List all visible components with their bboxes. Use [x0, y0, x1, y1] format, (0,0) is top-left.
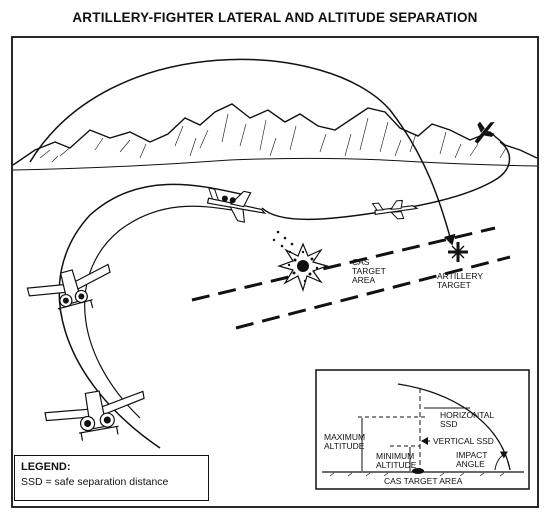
inset-minimum-altitude-label: MINIMUM ALTITUDE — [376, 451, 417, 470]
diagram-title: ARTILLERY-FIGHTER LATERAL AND ALTITUDE S… — [72, 10, 478, 25]
cas-target-area-label: CAS TARGET AREA — [352, 257, 386, 285]
inset-horizontal-ssd-label: HORIZONTAL SSD — [440, 410, 495, 429]
mountain-base — [12, 157, 538, 171]
inset-maximum-altitude-label: MAXIMUM ALTITUDE — [324, 432, 366, 451]
inset-vertical-ssd-label: VERTICAL SSD — [433, 436, 494, 446]
inset-ground-texture — [329, 472, 505, 477]
fighter-flight-path-inner — [84, 205, 233, 419]
fighter-aircraft-icon — [474, 121, 495, 144]
diagram-frame — [11, 36, 539, 508]
legend-heading: LEGEND: — [21, 461, 71, 473]
mountain-shading — [39, 113, 507, 163]
artillery-target-label: ARTILLERY TARGET — [437, 271, 483, 290]
target-cross-icon — [448, 242, 468, 262]
fighter-run-in-path — [261, 141, 511, 221]
fighter-aircraft-icon — [26, 263, 111, 317]
mountain-range — [12, 103, 538, 166]
fighter-aircraft-icon — [206, 187, 267, 223]
dashed-gun-target-line-upper — [191, 226, 496, 302]
dashed-gun-target-line-lower — [235, 255, 511, 330]
legend-definition: SSD = safe separation distance — [21, 476, 169, 488]
bomb-fragments — [272, 230, 294, 254]
fighter-flight-path-outer — [58, 183, 246, 449]
fighter-aircraft-icon — [371, 199, 419, 220]
inset-impact-angle-label: IMPACT ANGLE — [456, 450, 488, 469]
fighter-aircraft-icon — [44, 390, 145, 441]
inset-impact-angle-arc — [494, 451, 508, 471]
explosion-icon — [277, 242, 329, 292]
legend-box: LEGEND: SSD = safe separation distance — [14, 455, 209, 501]
inset-target-marker — [412, 468, 424, 474]
inset-cas-target-area-label: CAS TARGET AREA — [384, 476, 463, 486]
artillery-trajectory — [29, 58, 456, 246]
